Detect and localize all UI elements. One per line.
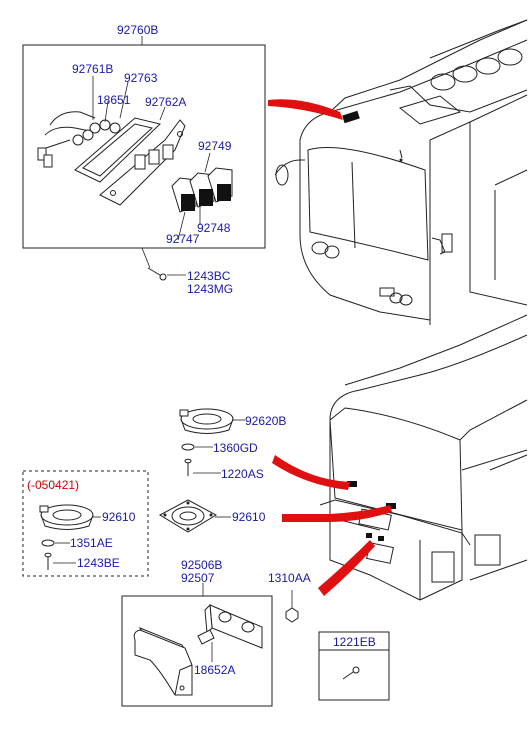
license-lamp-assembly [133,603,263,696]
screw-1243BC [147,267,167,281]
label-1221EB: 1221EB [333,635,376,649]
label-92747: 92747 [166,232,200,246]
speaker-92610-old [39,504,94,530]
front-arrow [268,99,343,120]
label-1220AS: 1220AS [221,467,264,481]
label-18652A: 18652A [194,663,235,677]
screw-1310AA [285,607,299,623]
label-92748: 92748 [197,221,231,235]
label-92610-old: 92610 [102,510,136,524]
speaker-92620B [179,408,234,434]
screw-1243BE [44,552,52,570]
rear-arrow-lower [318,540,375,596]
label-92761B: 92761B [72,62,113,76]
label-18651: 18651 [97,93,131,107]
variant-box-050421 [22,470,149,577]
room-lamp-assembly [37,111,186,206]
label-1310AA: 1310AA [268,571,311,585]
label-1351AE: 1351AE [70,536,113,550]
rear-arrow-middle [282,505,392,522]
screw-1220AS [184,458,192,476]
label-92749: 92749 [198,139,232,153]
rear-arrow-upper [272,455,350,490]
assembly-box-92506B [121,595,273,707]
label-1243BE: 1243BE [77,556,120,570]
speaker-92610-new [158,499,218,533]
washer-1351AE [41,539,55,547]
label-92620B: 92620B [245,414,286,428]
bus-front-illustration [274,19,528,325]
label-050421: (-050421) [27,478,79,492]
label-92760B: 92760B [117,23,158,37]
switch-set [171,167,233,213]
label-92762A: 92762A [145,95,186,109]
part-box-1221EB [318,631,390,701]
label-92506B: 92506B [181,558,222,572]
label-1360GD: 1360GD [213,441,258,455]
label-92763: 92763 [124,71,158,85]
assembly-box-92760B [22,44,266,249]
label-92610-new: 92610 [232,510,266,524]
label-1243MG: 1243MG [187,282,233,296]
bus-rear-illustration [319,314,528,601]
label-1243BC: 1243BC [187,269,231,283]
label-92507: 92507 [181,571,215,585]
screw-1221EB [342,666,360,680]
washer-1360GD [181,443,195,451]
